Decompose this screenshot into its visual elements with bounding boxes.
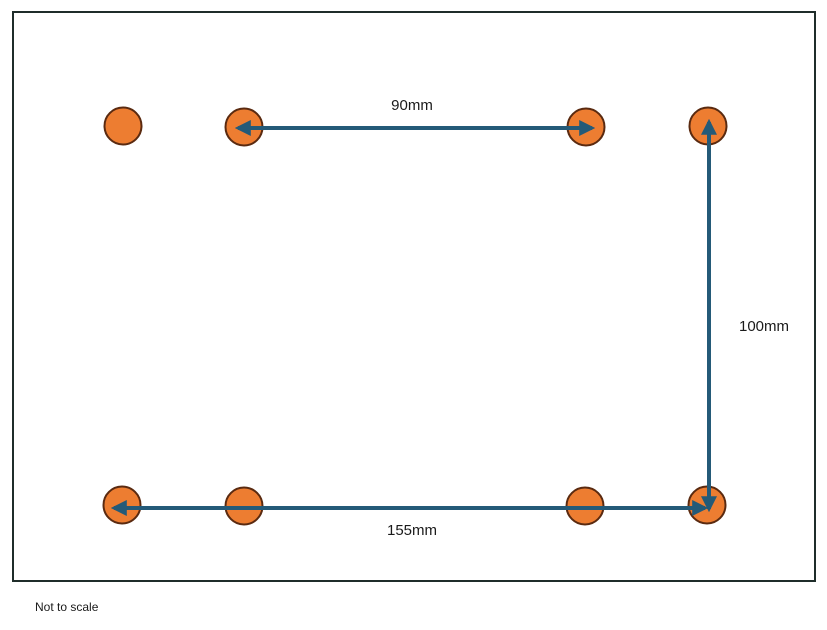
not-to-scale-note: Not to scale <box>35 600 99 614</box>
top-gap-label: 90mm <box>391 97 433 114</box>
bottom-span-label: 155mm <box>387 522 437 539</box>
hole-bottom-1 <box>102 485 142 525</box>
right-side-label: 100mm <box>739 318 789 335</box>
frame-border <box>12 11 816 582</box>
hole-top-1 <box>103 106 143 146</box>
